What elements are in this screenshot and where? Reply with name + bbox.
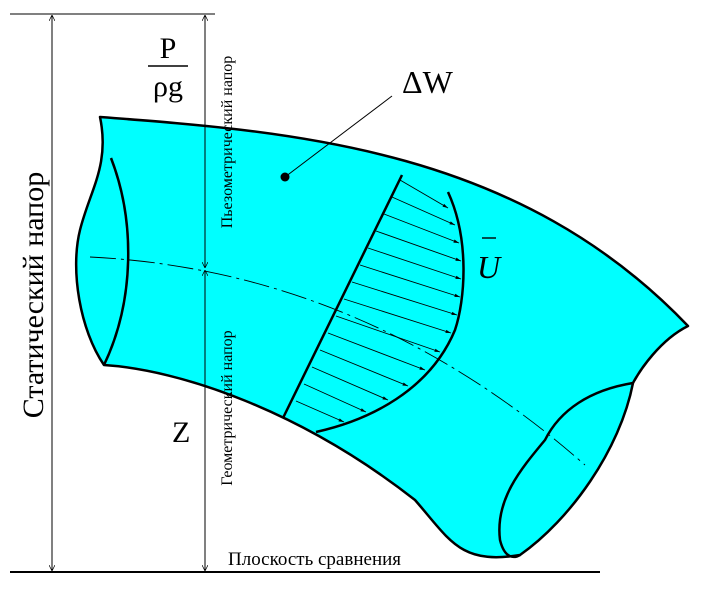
geometric-head-label: Геометрический напор [219,330,236,485]
piezometric-head-label: Пьезометрический напор [219,56,236,229]
element-volume-label: ΔW [402,64,454,100]
static-head-label: Статический напор [17,172,50,418]
pressure-numerator-label: P [160,32,177,65]
pressure-denominator-label: ρg [153,70,183,103]
velocity-label: U [477,249,502,285]
comparison-plane-label: Плоскость сравнения [228,549,401,570]
pipe-body [74,115,690,559]
outlet-section-edge [498,381,634,559]
element-section-left [281,174,404,419]
delta-w-leader [284,95,393,178]
inlet-section-edge [102,157,130,366]
velocity-vectors [295,179,462,423]
element-section-right-velocity-profile [315,191,465,434]
elevation-label: Z [172,416,190,449]
delta-w-point [280,172,290,182]
pipe-centerline [89,256,586,466]
